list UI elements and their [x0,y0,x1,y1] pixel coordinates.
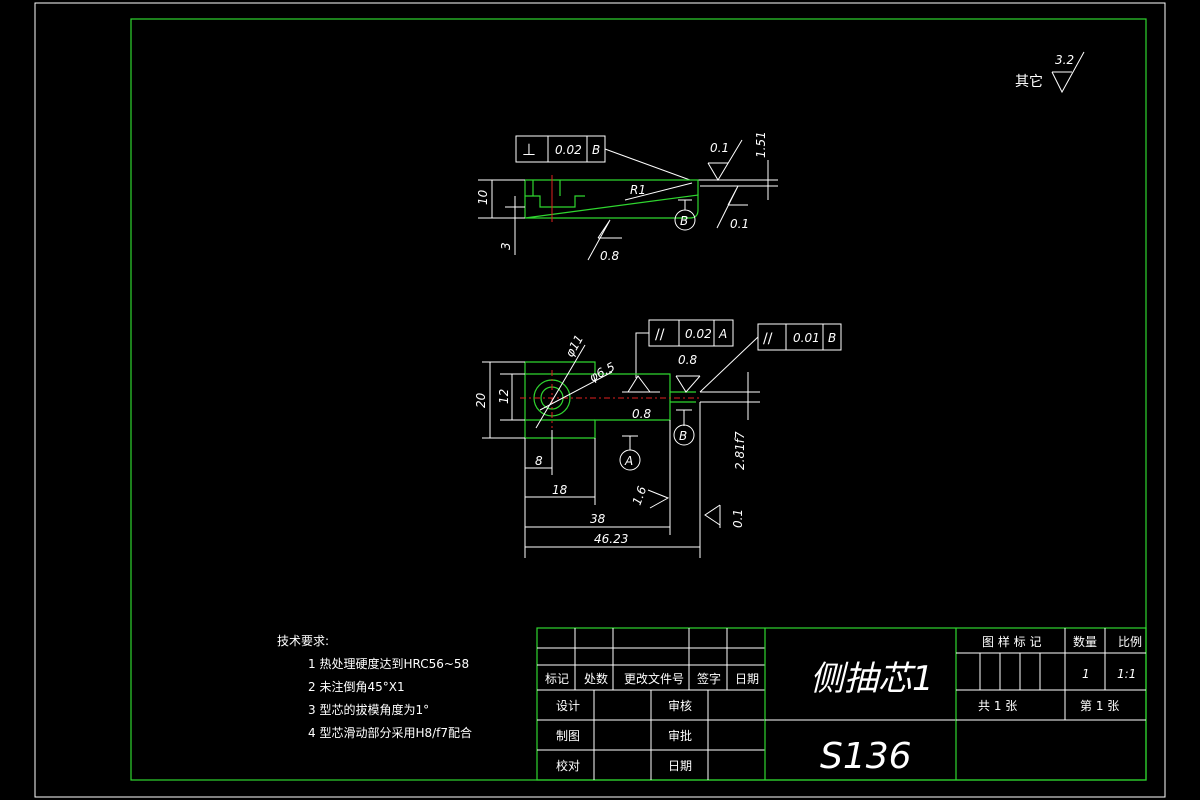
perpendicularity-symbol: ⊥ [522,140,536,159]
tb-draw: 制图 [556,729,580,743]
roughness-01: 0.1 [731,509,745,528]
dim-20: 20 [474,392,488,408]
general-roughness-label: 其它 [1015,73,1043,90]
drawing-code: S136 [820,736,912,777]
dim-top-step: 3 [499,242,513,250]
outer-border [34,2,1166,798]
parallelism-a-tolerance: 0.02 [685,327,712,341]
tb-header-sign: 签字 [697,671,721,686]
tb-sheets-total: 共 1 张 [978,699,1017,713]
parallelism-a-symbol: // [655,327,665,343]
tb-approve: 审批 [668,728,692,743]
roughness-side-value: 0.1 [730,217,749,231]
tb-design: 设计 [556,699,580,713]
dim-8: 8 [535,454,543,468]
roughness-16: 1.6 [630,484,650,507]
tech-req-item-1: 1 热处理硬度达到HRC56~58 [308,656,469,671]
dim-fit: 2.81f7 [733,431,747,470]
dim-thin: 1.51 [754,131,768,158]
front-dims: 20 12 8 18 38 46.23 2.81f7 [474,361,760,558]
tech-req-title: 技术要求: [277,634,329,648]
general-roughness-value: 3.2 [1055,53,1074,67]
front-view: // 0.02 A // 0.01 B [474,319,842,558]
datum-b-front: B [673,409,695,446]
dim-top-height: 10 [476,189,490,205]
roughness-top-value: 0.1 [710,141,729,155]
tb-qty-label: 数量 [1073,634,1097,649]
top-view-outline [524,175,699,222]
roughness-08-b: 0.8 [678,353,697,367]
title-block: 标记 处数 更改文件号 签字 日期 设计 制图 校对 审核 审批 日期 侧抽芯1… [536,627,1147,781]
datum-a: A [619,435,641,471]
tb-scale-label: 比例 [1118,635,1142,649]
roughness-bottom-value: 0.8 [600,249,619,263]
dia-65-label: φ6.5 [587,360,617,385]
tb-date: 日期 [668,759,692,773]
tb-header-date: 日期 [735,672,759,686]
dim-18: 18 [552,483,568,497]
datum-a-label: A [624,454,633,468]
tb-header-mark: 标记 [545,672,569,686]
parallelism-b-symbol: // [763,331,773,347]
parallelism-b-tolerance: 0.01 [793,331,820,345]
tb-sample-mark: 图 样 标 记 [982,634,1041,649]
dia-11-label: φ11 [562,332,586,359]
tb-header-count: 处数 [584,671,608,686]
perpendicularity-tolerance: 0.02 [555,143,582,157]
tech-req-item-3: 3 型芯的拔模角度为1° [308,702,429,717]
parallelism-b-datum: B [828,331,836,345]
top-dims: 10 3 R1 1.51 [476,131,778,255]
dim-38: 38 [590,512,606,526]
inner-border [130,18,1147,781]
datum-b-top: B [674,199,696,231]
part-name: 侧抽芯1 [810,659,934,699]
datum-b-front-label: B [679,429,687,443]
perpendicularity-frame: ⊥ 0.02 B [515,135,700,181]
general-roughness-note: 其它 3.2 [1015,51,1085,94]
front-roughness: 0.8 0.8 1.6 0.1 [622,353,745,528]
top-view: ⊥ 0.02 B 10 3 R1 [476,131,778,263]
parallelism-frame-b: // 0.01 B [699,323,842,393]
tech-requirements: 技术要求: 1 热处理硬度达到HRC56~58 2 未注倒角45°X1 3 型芯… [277,634,472,740]
tb-check: 校对 [556,758,580,773]
tb-header-doc: 更改文件号 [624,671,684,686]
perpendicularity-datum: B [592,143,600,157]
tb-review: 审核 [668,698,692,713]
tb-sheet-no: 第 1 张 [1080,699,1119,713]
parallelism-a-datum: A [718,327,727,341]
radius-label: R1 [630,183,646,197]
tb-qty-value: 1 [1082,667,1090,681]
parallelism-frame-a: // 0.02 A [635,319,734,378]
roughness-08-a: 0.8 [632,407,651,421]
tb-scale-value: 1:1 [1117,667,1136,681]
top-roughness: 0.1 0.1 0.8 [587,139,749,263]
datum-b-top-label: B [680,214,688,228]
tech-req-item-2: 2 未注倒角45°X1 [308,679,405,694]
tech-req-item-4: 4 型芯滑动部分采用H8/f7配合 [308,725,472,740]
dim-12: 12 [497,389,511,404]
dim-4623: 46.23 [594,532,628,546]
